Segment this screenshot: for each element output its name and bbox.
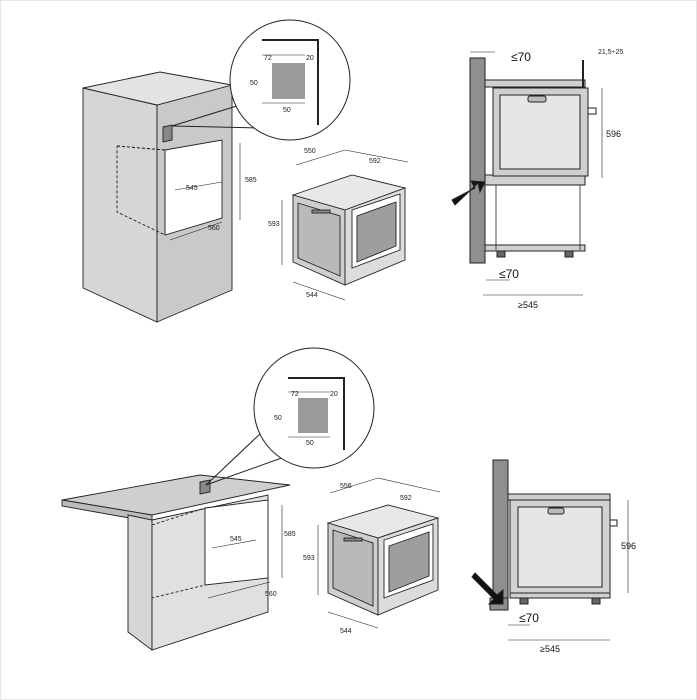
bottom-oven-front-width: 544	[340, 628, 352, 635]
top-cabinet	[82, 71, 241, 323]
top-cabinet-height: 585	[245, 177, 257, 184]
top-side-gap-right: 21,5÷25	[598, 49, 623, 56]
top-cabinet-depth: 545	[186, 185, 198, 192]
top-oven-height: 593	[268, 221, 280, 228]
bottom-side-depth: ≥545	[540, 644, 560, 654]
top-side-gap-top: ≤70	[511, 50, 531, 64]
top-detail-d: 50	[283, 107, 291, 114]
top-oven-depth: 550	[304, 148, 316, 155]
top-side-depth: ≥545	[518, 300, 538, 310]
top-detail-b: 20	[306, 55, 314, 62]
top-side-height: 596	[606, 129, 621, 139]
bottom-detail-a: 72	[291, 391, 299, 398]
top-cabinet-width: 560	[208, 225, 220, 232]
bottom-oven-height: 593	[303, 555, 315, 562]
bottom-detail-d: 50	[306, 440, 314, 447]
bottom-countertop-cabinet	[61, 474, 291, 651]
top-oven-width: 592	[369, 158, 381, 165]
bottom-oven-width: 592	[400, 495, 412, 502]
bottom-cabinet-depth: 545	[230, 536, 242, 543]
top-detail-a: 72	[264, 55, 272, 62]
bottom-side-gap-bottom: ≤70	[519, 611, 539, 625]
bottom-detail-b: 20	[330, 391, 338, 398]
top-side-view	[451, 51, 603, 296]
bottom-cabinet-height: 585	[284, 531, 296, 538]
bottom-oven	[317, 477, 441, 629]
bottom-detail-bubble	[205, 347, 375, 486]
top-oven	[281, 149, 409, 301]
bottom-cabinet-width: 560	[265, 591, 277, 598]
top-detail-c: 50	[250, 80, 258, 87]
top-side-gap-bottom: ≤70	[499, 267, 519, 281]
top-oven-front-width: 544	[306, 292, 318, 299]
bottom-side-view	[471, 459, 629, 641]
bottom-oven-depth: 556	[340, 483, 352, 490]
bottom-side-height: 596	[621, 541, 636, 551]
bottom-detail-c: 50	[274, 415, 282, 422]
top-detail-bubble	[171, 19, 351, 141]
